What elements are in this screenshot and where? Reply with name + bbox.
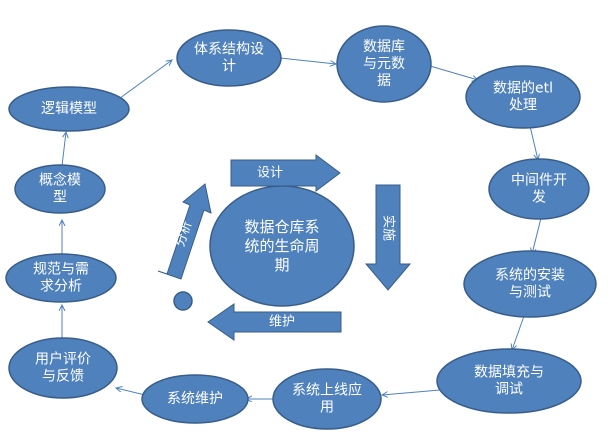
node-logic-label: 逻辑模型	[41, 101, 97, 117]
node-middleware: 中间件开发	[488, 158, 590, 220]
phase-design-label: 设计	[257, 166, 283, 181]
label-line: 与元数	[363, 56, 405, 72]
label-line: 处理	[509, 98, 537, 114]
phase-arrow-analyze: 分析	[157, 183, 212, 280]
node-feedback: 用户评价与反馈	[8, 337, 118, 399]
label-line: 数据库	[363, 39, 405, 55]
label-line: 用	[320, 400, 334, 416]
label-line: 统的生命周	[244, 237, 319, 255]
connector-fill-to-online	[382, 389, 441, 395]
phase-maintain-label: 维护	[269, 315, 295, 330]
node-maintain: 系统维护	[141, 374, 249, 424]
label-line: 发	[532, 190, 546, 206]
node-requirements: 规范与需求分析	[5, 253, 117, 303]
connector-arch-to-db	[279, 57, 336, 64]
connector-logic-to-arch	[111, 60, 172, 105]
phase-arrow-implement: 实施	[364, 184, 412, 291]
label-line: 据	[377, 73, 391, 89]
label-line: 与测试	[509, 285, 551, 301]
label-line: 概念模	[39, 172, 81, 189]
node-install-label: 系统的安装与测试	[495, 268, 565, 301]
node-install: 系统的安装与测试	[463, 250, 597, 318]
connector-install-to-fill	[512, 315, 525, 350]
label-line: 型	[53, 190, 67, 206]
label-line: 期	[274, 256, 289, 274]
node-db-meta-label: 数据库与元数据	[363, 39, 405, 89]
label-line: 求分析	[40, 279, 82, 295]
label-line: 用户评价	[35, 351, 91, 368]
node-middleware-label: 中间件开发	[511, 173, 567, 206]
node-fill-label: 数据填充与调试	[474, 365, 544, 398]
label-line: 逻辑模型	[41, 101, 97, 117]
node-arch-label: 体系结构设计	[194, 42, 264, 75]
connectors	[61, 57, 542, 399]
connector-concept-to-logic	[61, 132, 66, 167]
phase-implement-label: 实施	[381, 215, 396, 241]
connector-middleware-to-install	[532, 217, 542, 254]
label-line: 数据仓库系	[244, 218, 319, 236]
label-line: 中间件开	[511, 173, 567, 189]
phase-arrow-maintain: 维护	[207, 303, 342, 341]
label-line: 系统维护	[167, 391, 223, 407]
node-maintain-label: 系统维护	[167, 391, 223, 407]
connector-db-to-etl	[429, 65, 478, 80]
label-line: 调试	[495, 382, 523, 398]
node-requirements-label: 规范与需求分析	[33, 261, 89, 295]
node-db-meta: 数据库与元数据	[336, 25, 432, 103]
label-line: 数据的etl	[493, 81, 553, 97]
center-title-label: 数据仓库系统的生命周期	[244, 218, 319, 274]
node-concept: 概念模型	[14, 164, 106, 214]
phase-arrow-design: 设计	[230, 154, 341, 192]
node-concept-label: 概念模型	[39, 172, 81, 206]
node-fill: 数据填充与调试	[436, 348, 582, 414]
node-logic: 逻辑模型	[8, 86, 130, 132]
node-arch: 体系结构设计	[176, 29, 282, 87]
node-online: 系统上线应用	[272, 368, 382, 430]
label-line: 数据填充与	[474, 365, 544, 381]
label-line: 与反馈	[42, 369, 84, 385]
label-line: 计	[222, 59, 236, 75]
small-dot	[173, 291, 193, 311]
label-line: 系统的安装	[495, 268, 565, 284]
node-online-label: 系统上线应用	[292, 382, 362, 416]
node-feedback-label: 用户评价与反馈	[35, 351, 91, 385]
label-line: 体系结构设	[194, 42, 264, 58]
label-line: 系统上线应	[292, 382, 362, 399]
center-title: 数据仓库系统的生命周期	[209, 185, 355, 307]
connector-maintain-to-feedback	[116, 388, 146, 396]
connector-etl-to-middleware	[529, 125, 538, 160]
label-line: 规范与需	[33, 261, 89, 278]
